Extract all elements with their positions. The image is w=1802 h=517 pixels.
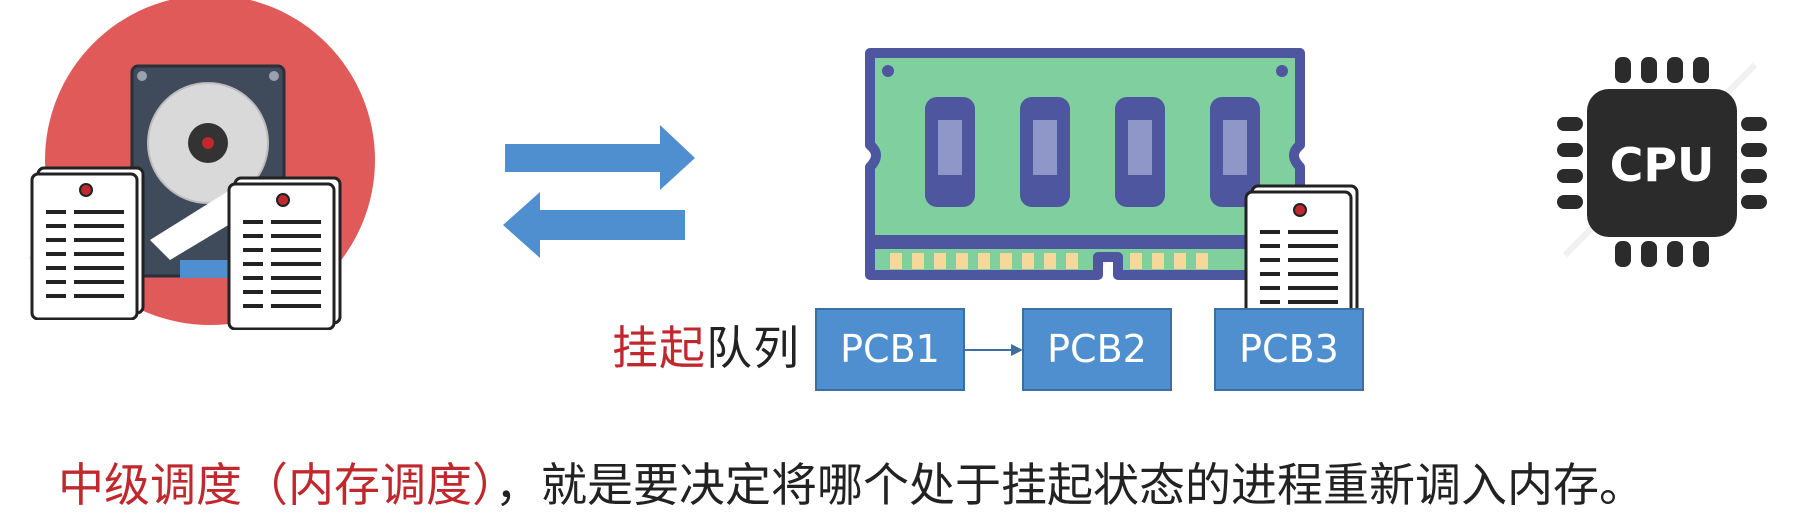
queue-link-arrow xyxy=(965,344,1023,356)
memory-module-icon xyxy=(865,48,1305,280)
caption: 中级调度（内存调度），就是要决定将哪个处于挂起状态的进程重新调入内存。 xyxy=(58,455,1645,515)
pcb-box-3: PCB3 xyxy=(1214,308,1364,391)
document-icon xyxy=(1244,184,1359,315)
document-icon xyxy=(30,166,145,320)
pcb-box-2: PCB2 xyxy=(1022,308,1172,391)
document-icon xyxy=(227,176,342,330)
pcb-box-1: PCB1 xyxy=(815,308,965,391)
suspend-queue-label-highlight: 挂起 xyxy=(612,321,706,375)
caption-rest: ，就是要决定将哪个处于挂起状态的进程重新调入内存。 xyxy=(495,458,1645,512)
caption-highlight: 中级调度（内存调度） xyxy=(58,458,495,512)
cpu-chip-icon: CPU xyxy=(1557,57,1767,267)
cpu-label: CPU xyxy=(1610,138,1715,192)
suspend-queue-label: 挂起队列 xyxy=(612,318,800,378)
swap-arrows-icon xyxy=(503,125,695,258)
suspend-queue-label-rest: 队列 xyxy=(706,321,800,375)
